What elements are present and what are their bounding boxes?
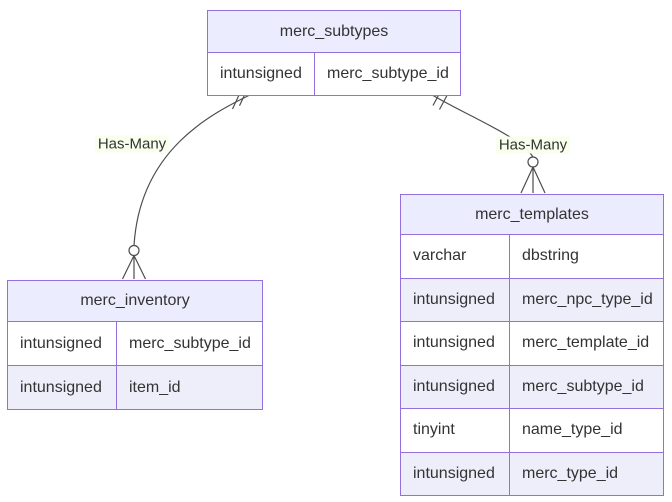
- attribute-name-cell: merc_template_id: [509, 322, 663, 365]
- entity-merc-templates: merc_templates varchar dbstring intunsig…: [400, 194, 664, 496]
- attribute-row: intunsigned merc_subtype_id: [208, 52, 460, 95]
- attribute-row: intunsigned merc_npc_type_id: [401, 277, 663, 321]
- attribute-type-cell: intunsigned: [220, 64, 302, 82]
- attribute-type-cell: intunsigned: [20, 378, 102, 396]
- zero-or-many-circle: [128, 244, 140, 257]
- attribute-name-cell: item_id: [116, 366, 262, 409]
- exactly-one-tick: [231, 93, 241, 110]
- attribute-name-cell: merc_subtype_id: [116, 322, 262, 365]
- relationship-subtypes-inventory: [121, 90, 256, 280]
- attribute-name-cell: dbstring: [509, 235, 663, 278]
- entity-merc-inventory: merc_inventory intunsigned merc_subtype_…: [7, 280, 263, 410]
- entity-title: merc_templates: [401, 195, 663, 234]
- attribute-row: intunsigned merc_type_id: [401, 451, 663, 495]
- attribute-type-cell: intunsigned: [413, 290, 495, 308]
- attribute-row: intunsigned merc_template_id: [401, 321, 663, 365]
- relationship-label: Has-Many: [495, 136, 571, 154]
- exactly-one-tick: [438, 94, 449, 110]
- attribute-name-cell: name_type_id: [509, 409, 663, 452]
- attribute-row: tinyint name_type_id: [401, 408, 663, 452]
- attribute-type-cell: intunsigned: [413, 334, 495, 352]
- attribute-type-cell: tinyint: [413, 421, 455, 439]
- attribute-type-cell: varchar: [413, 247, 467, 265]
- crow-foot: [121, 255, 147, 280]
- relationship-line: [133, 91, 256, 246]
- attribute-name-cell: merc_npc_type_id: [509, 278, 663, 321]
- entity-merc-subtypes: merc_subtypes intunsigned merc_subtype_i…: [207, 10, 461, 96]
- attribute-name-cell: merc_type_id: [509, 452, 663, 495]
- zero-or-many-circle: [527, 156, 539, 168]
- attribute-row: varchar dbstring: [401, 234, 663, 278]
- attribute-type-cell: intunsigned: [413, 464, 495, 482]
- crow-foot: [520, 166, 546, 194]
- attribute-row: intunsigned item_id: [8, 365, 262, 409]
- entity-title: merc_inventory: [8, 281, 262, 321]
- entity-title: merc_subtypes: [208, 11, 460, 52]
- attribute-type-cell: intunsigned: [20, 334, 102, 352]
- attribute-type-cell: intunsigned: [413, 377, 495, 395]
- attribute-name-cell: merc_subtype_id: [314, 53, 460, 95]
- attribute-name-cell: merc_subtype_id: [509, 365, 663, 408]
- relationship-label: Has-Many: [94, 135, 170, 153]
- attribute-row: intunsigned merc_subtype_id: [401, 364, 663, 408]
- attribute-row: intunsigned merc_subtype_id: [8, 321, 262, 365]
